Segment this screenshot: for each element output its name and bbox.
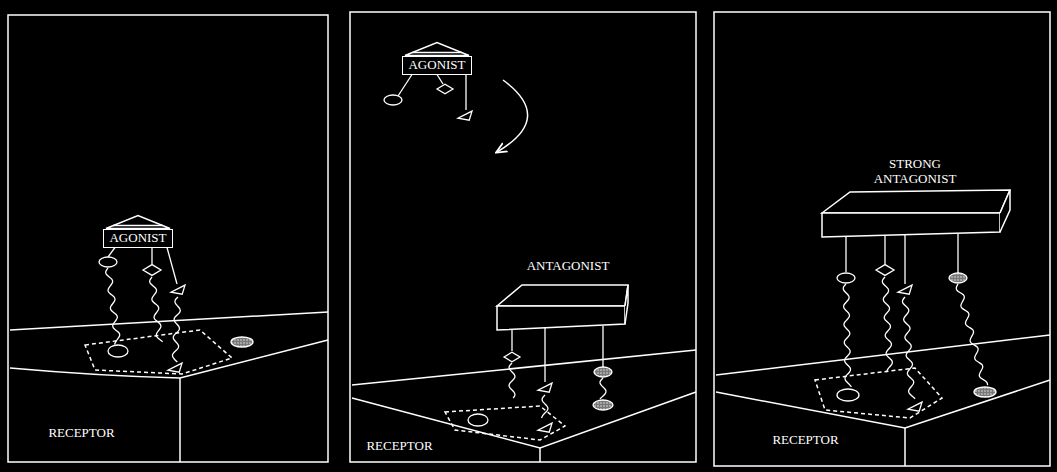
binding-site [231, 337, 253, 347]
block-label: RECEPTOR [366, 439, 433, 454]
peg-stem [465, 75, 466, 111]
panel-frame [350, 12, 696, 462]
strong-antagonist-block: STRONG ANTAGONIST [860, 157, 970, 187]
molecule-label: AGONIST [109, 231, 167, 246]
peg-stem [108, 248, 115, 258]
peg-stem [151, 248, 152, 265]
receptor-block: RECEPTOR [366, 439, 433, 454]
ligand-group [437, 84, 453, 94]
binding-region [85, 330, 232, 374]
ligand-group [504, 352, 520, 362]
binding-site [837, 389, 859, 401]
receptor-surface [716, 335, 1050, 466]
ligand-group [143, 265, 161, 276]
peg-stem [602, 326, 603, 367]
panel-frame [714, 12, 1050, 466]
ligand-group [837, 273, 855, 283]
binding-site [168, 363, 182, 372]
molecule-roof [113, 225, 163, 227]
block-label: RECEPTOR [48, 426, 115, 441]
peg-stem [437, 75, 443, 85]
ligand-group [594, 367, 612, 377]
molecule-roof [412, 52, 462, 54]
peg-stem [884, 236, 885, 264]
binding-site [593, 400, 613, 410]
binding-site [468, 414, 488, 426]
binding-site [108, 345, 128, 357]
ligand-group [876, 265, 894, 276]
peg-stem [167, 248, 177, 285]
ligand-group [458, 111, 472, 120]
binding-site [538, 423, 552, 432]
antagonist-block: ANTAGONIST [527, 259, 610, 274]
block-label: ANTAGONIST [527, 259, 610, 274]
binding-site [908, 402, 922, 411]
interaction-wave [882, 277, 892, 372]
receptor-block: RECEPTOR [48, 426, 115, 441]
ligand-group [949, 273, 967, 283]
interaction-wave [150, 277, 163, 342]
peg-stem [845, 237, 846, 272]
interaction-wave [902, 297, 915, 399]
strong-antagonist-block-shape [822, 190, 1010, 237]
molecule-roof [405, 43, 469, 56]
ligand-group [898, 285, 912, 294]
interaction-wave [172, 297, 180, 362]
molecule-roof [106, 216, 170, 229]
agonist-box: AGONIST [402, 56, 472, 75]
molecule-label: AGONIST [408, 58, 466, 73]
ligand-group [538, 383, 552, 392]
ligand-group [171, 285, 185, 294]
peg-stem [957, 234, 958, 273]
ligand-group [384, 95, 402, 105]
interaction-wave [106, 268, 120, 344]
panel-frame [8, 15, 328, 462]
interaction-wave [509, 363, 515, 398]
receptor-surface [352, 350, 696, 462]
agonist-box: AGONIST [103, 229, 173, 248]
receptor-surface [10, 312, 328, 462]
block-label: RECEPTOR [772, 433, 839, 448]
block-label: STRONG ANTAGONIST [860, 157, 970, 187]
receptor-block: RECEPTOR [772, 433, 839, 448]
curved-arrow [497, 80, 528, 152]
interaction-wave [600, 378, 606, 399]
interaction-wave [542, 395, 548, 418]
antagonist-block-shape [497, 285, 628, 330]
peg-stem [544, 328, 545, 382]
ligand-group [99, 257, 117, 267]
interaction-wave [843, 284, 851, 387]
binding-site [974, 387, 996, 397]
peg-stem [511, 330, 512, 351]
binding-region [815, 368, 942, 418]
peg-stem [904, 235, 905, 284]
peg-stem [398, 75, 412, 97]
interaction-wave [956, 284, 987, 385]
